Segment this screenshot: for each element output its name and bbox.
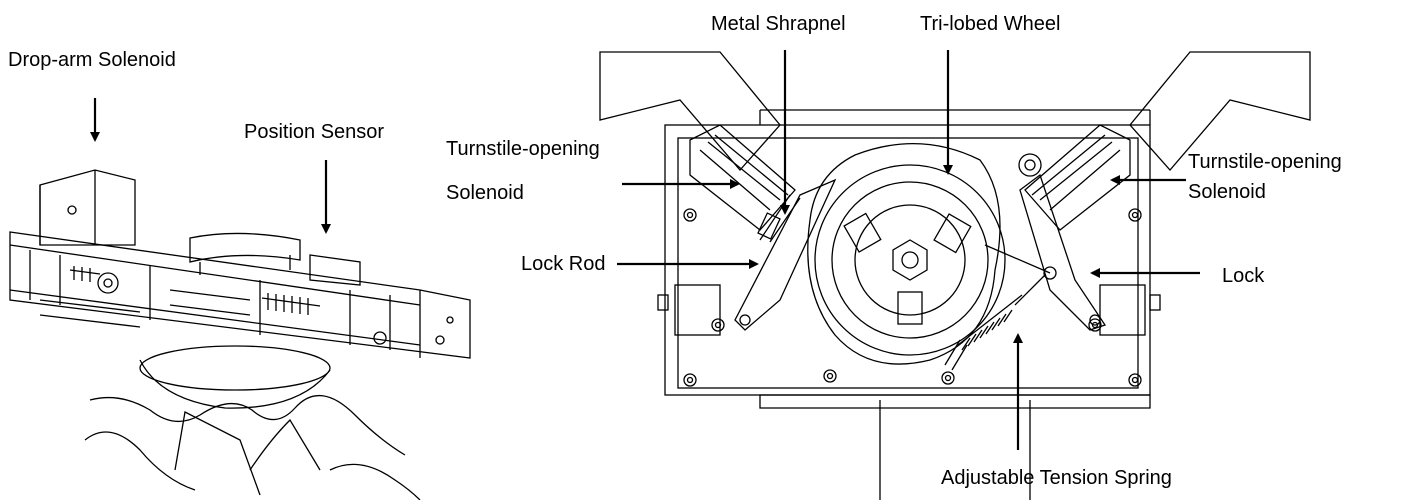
label-metal-shrapnel: Metal Shrapnel: [711, 13, 846, 35]
mechanism-side-view: [9, 169, 471, 500]
label-tri-lobed-wheel: Tri-lobed Wheel: [920, 13, 1061, 35]
label-position-sensor: Position Sensor: [244, 121, 385, 143]
label-lock: Lock: [1222, 265, 1265, 287]
label-turnstile-opening-right-line2: Solenoid: [1188, 181, 1266, 203]
label-adjustable-tension-spring: Adjustable Tension Spring: [941, 467, 1172, 489]
leader-arrows: [90, 50, 1200, 450]
label-lock-rod: Lock Rod: [521, 253, 606, 275]
label-turnstile-opening-right-line1: Turnstile-opening: [1188, 151, 1342, 173]
label-drop-arm-solenoid: Drop-arm Solenoid: [8, 49, 176, 71]
label-turnstile-opening-left-line1: Turnstile-opening: [446, 138, 600, 160]
label-turnstile-opening-left-line2: Solenoid: [446, 182, 524, 204]
mechanism-top-view: [599, 51, 1311, 500]
